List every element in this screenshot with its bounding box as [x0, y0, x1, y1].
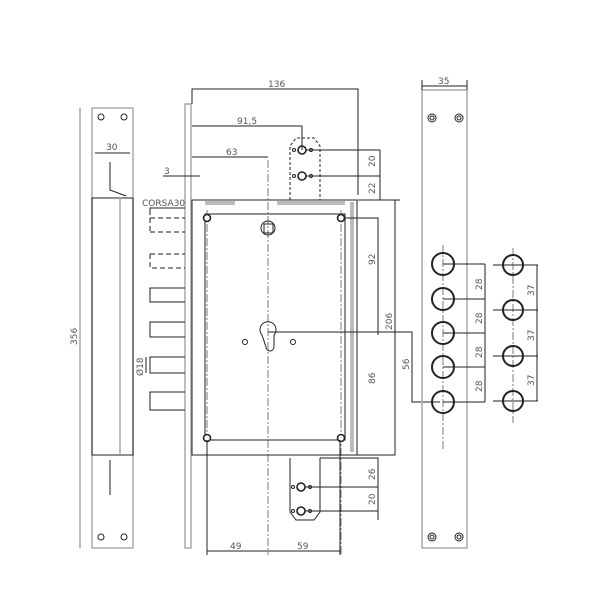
- dim-bolt-diameter: Ø18: [135, 357, 146, 376]
- dim-keyhole-bolt: 56: [402, 358, 412, 370]
- dim-bottom-2: 20: [368, 493, 378, 505]
- front-plate: 35 28 28 28 28 37 37 37: [421, 77, 538, 549]
- dim-pitch-a: 28: [475, 312, 485, 324]
- dim-top-1: 20: [368, 155, 378, 167]
- dim-overall-width: 136: [268, 80, 285, 90]
- dim-plate-width: 35: [438, 77, 449, 87]
- strike-plate: 30 356: [70, 107, 134, 549]
- dim-pitch-a: 28: [475, 346, 485, 358]
- dim-top-2: 22: [368, 183, 378, 194]
- dim-bottom-1: 26: [368, 468, 378, 480]
- dim-bottom-right: 59: [297, 542, 309, 552]
- bolts: [145, 217, 185, 411]
- dim-body-height: 206: [385, 313, 395, 330]
- dim-pitch-a: 28: [475, 278, 485, 290]
- dim-cam-offset: 91,5: [237, 117, 257, 127]
- dim-upper-body: 92: [368, 254, 378, 265]
- dim-lower-body: 86: [368, 372, 378, 384]
- dim-bottom-left: 49: [230, 542, 242, 552]
- dim-throw: CORSA30: [142, 199, 185, 209]
- dim-pitch-b: 37: [527, 285, 537, 296]
- dim-pitch-a: 28: [475, 380, 485, 392]
- dim-strike-width: 30: [106, 143, 118, 153]
- keyhole-icon: [259, 321, 277, 352]
- dim-pitch-b: 37: [527, 375, 537, 386]
- dim-faceplate: 3: [164, 167, 170, 177]
- dim-strike-height: 356: [70, 328, 80, 345]
- lock-body: 136 91,5 63 3 CORSA30 Ø18 20 22 92 206 5…: [135, 80, 440, 555]
- dim-pitch-b: 37: [527, 330, 537, 341]
- dim-backset: 63: [226, 148, 237, 158]
